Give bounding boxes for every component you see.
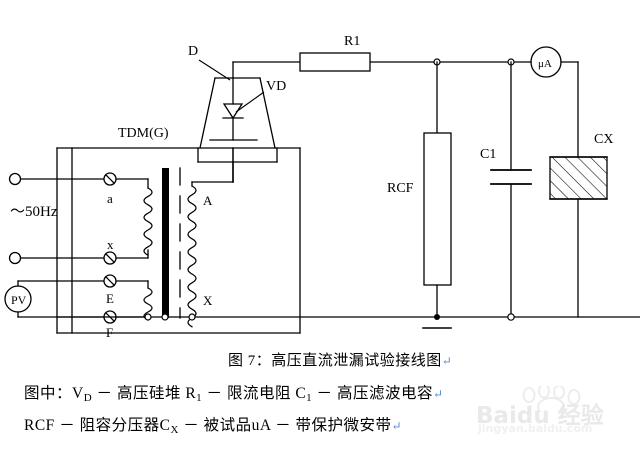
label-microammeter: μA xyxy=(538,58,552,70)
node-c1-ground xyxy=(507,313,515,321)
label-secondary-a: A xyxy=(203,193,213,208)
resistor-r1-body xyxy=(299,52,371,72)
voltmeter-pv xyxy=(4,280,111,318)
label-stack-d: D xyxy=(188,44,198,59)
transformer-primary-coil xyxy=(143,187,153,257)
legend-dash-3: － xyxy=(316,385,333,402)
ground-symbol xyxy=(422,314,452,329)
diode-vd-symbol xyxy=(209,77,258,141)
pilcrow-mark-3: ↵ xyxy=(391,419,403,433)
transformer-tertiary-coil xyxy=(143,287,153,321)
legend-symbol-vd: VD xyxy=(72,385,93,404)
legend-symbol-cx: CX xyxy=(159,417,179,436)
hv-silicon-stack-housing xyxy=(197,77,278,163)
figure-caption-text: 图 7：高压直流泄漏试验接线图 xyxy=(228,353,442,369)
legend-dash-5: － xyxy=(183,417,200,434)
legend-symbol-rcf: RCF xyxy=(24,417,55,434)
legend-dash-6: － xyxy=(275,417,292,434)
pilcrow-mark-2: ↵ xyxy=(432,387,444,401)
regulator-enclosure xyxy=(56,147,301,334)
label-terminal-e: E xyxy=(106,291,114,306)
legend-desc-r1: 限流电阻 xyxy=(226,385,291,402)
terminal-screws xyxy=(103,172,117,324)
figure-caption: 图 7：高压直流泄漏试验接线图↵ xyxy=(228,349,452,370)
ac-source-terminals xyxy=(8,172,111,265)
label-terminal-f: F xyxy=(106,325,113,340)
bottom-common-rail xyxy=(56,313,640,321)
legend-desc-vd: 高压硅堆 xyxy=(116,385,181,402)
legend-symbol-r1: R1 xyxy=(185,385,203,404)
legend-symbol-ua: uA xyxy=(251,417,271,434)
rcf-divider-body xyxy=(423,132,452,286)
label-terminal-a: a xyxy=(107,191,113,206)
label-test-object-cx: CX xyxy=(594,132,613,147)
legend-symbol-c1: C1 xyxy=(295,385,313,404)
legend-prefix: 图中： xyxy=(24,385,73,402)
label-secondary-x: X xyxy=(203,293,213,308)
pilcrow-mark-1: ↵ xyxy=(441,354,453,368)
label-resistor-r1: R1 xyxy=(344,34,360,49)
label-diode-vd: VD xyxy=(266,79,286,94)
legend-dash-4: － xyxy=(59,417,76,434)
label-terminal-x: x xyxy=(107,237,114,252)
leader-line-d xyxy=(198,59,231,81)
capacitor-c1-plates xyxy=(490,169,532,185)
label-voltmeter-pv: PV xyxy=(11,293,27,307)
leader-line-vd xyxy=(235,91,265,113)
microammeter-ua xyxy=(530,46,579,78)
label-capacitor-c1: C1 xyxy=(480,147,496,162)
legend-dash-1: － xyxy=(96,385,113,402)
transformer-core xyxy=(162,168,169,318)
legend-desc-cx: 被试品 xyxy=(203,417,252,434)
legend-line-2: RCF － 阻容分压器CX － 被试品uA － 带保护微安带↵ xyxy=(24,413,402,436)
legend-desc-rcf: 阻容分压器 xyxy=(79,417,160,434)
legend-dash-2: － xyxy=(206,385,223,402)
label-regulator-tdm: TDM(G) xyxy=(118,126,169,141)
legend-desc-c1: 高压滤波电容 xyxy=(336,385,433,402)
hv-top-rail xyxy=(232,61,532,79)
label-divider-rcf: RCF xyxy=(387,181,414,196)
legend-line-1: 图中：VD － 高压硅堆 R1 － 限流电阻 C1 － 高压滤波电容↵ xyxy=(24,381,444,404)
test-object-cx-body xyxy=(549,156,608,200)
primary-winding-wiring xyxy=(115,178,149,318)
legend-desc-ua: 带保护微安带 xyxy=(295,417,392,434)
label-ac-source: ～50Hz xyxy=(10,204,58,220)
